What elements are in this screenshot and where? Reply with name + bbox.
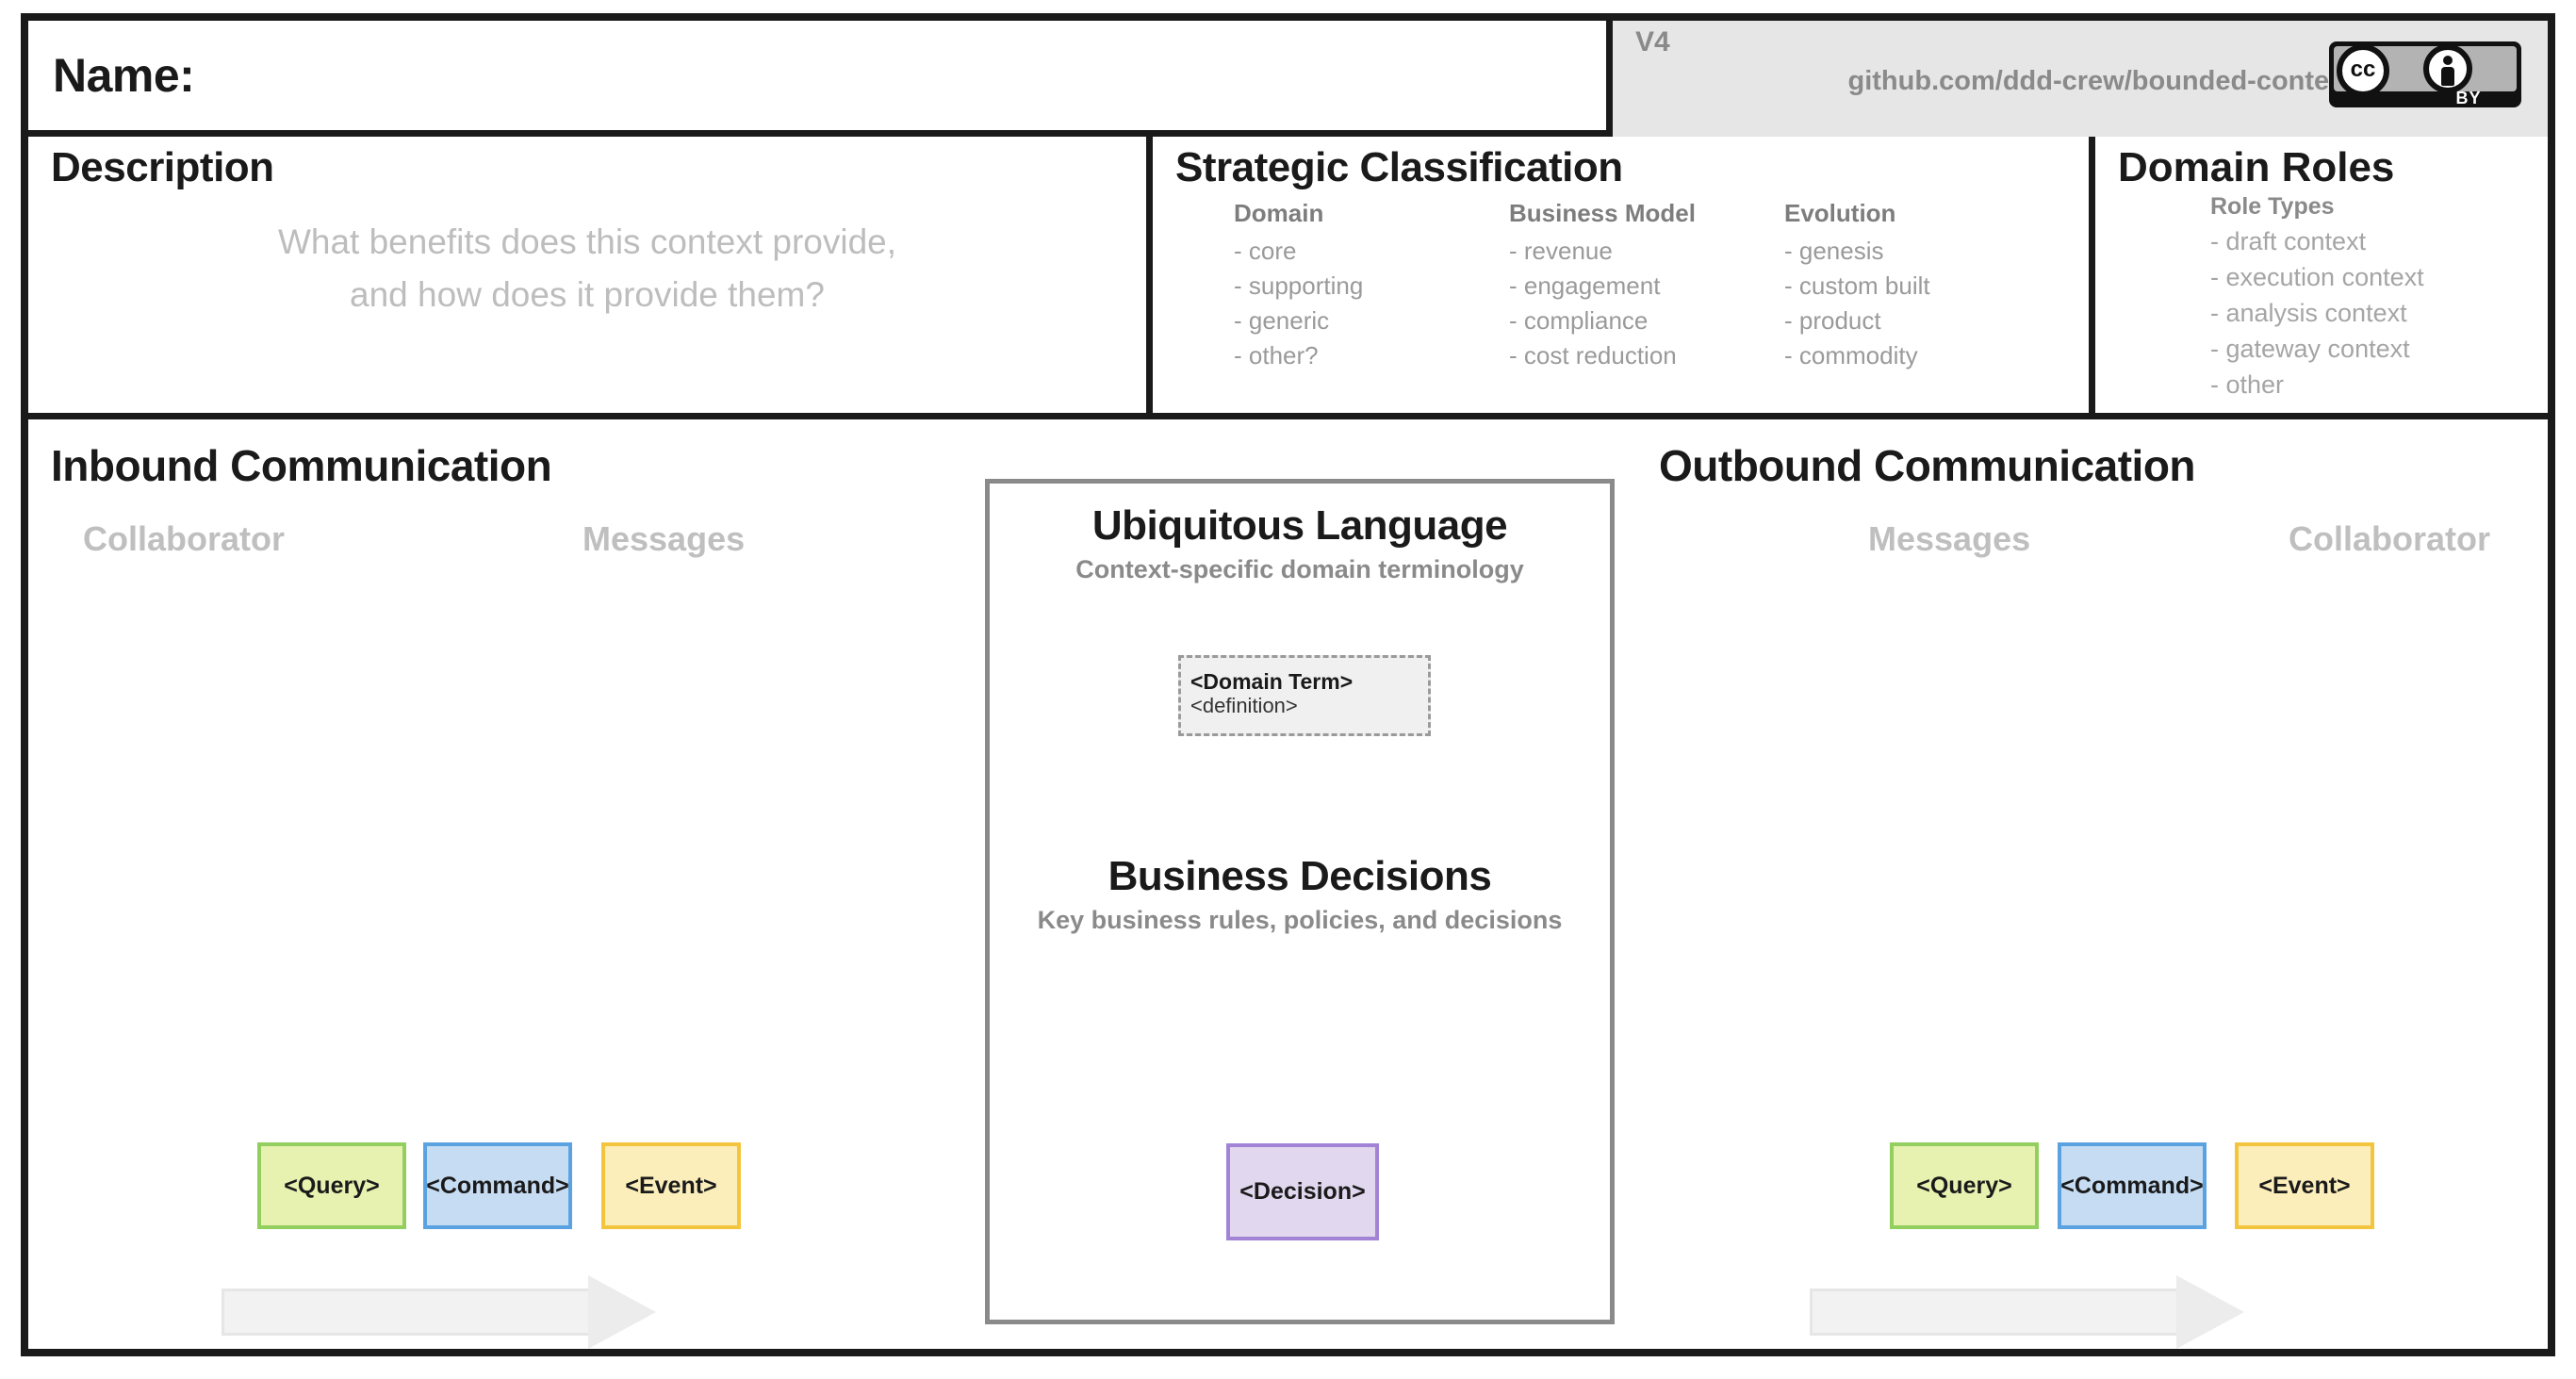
cc-person-head-icon [2443, 56, 2453, 65]
column-head-evolution: Evolution [1784, 199, 1896, 227]
description-section[interactable]: Description What benefits does this cont… [28, 137, 1153, 419]
decision-card[interactable]: <Decision> [1226, 1143, 1379, 1240]
outbound-arrow-shaft [1810, 1289, 2179, 1336]
cc-by-license-icon[interactable]: cc BY [2329, 41, 2521, 107]
meta-cell: V4 github.com/ddd-crew/bounded-context-c… [1613, 21, 2548, 137]
center-panel: Ubiquitous Language Context-specific dom… [985, 479, 1615, 1324]
outbound-flow-arrow-icon [1810, 1275, 2244, 1349]
role-types-list: Role Types - draft context - execution c… [2095, 191, 2548, 402]
domain-option[interactable]: - generic [1234, 306, 1330, 335]
domain-roles-section[interactable]: Domain Roles Role Types - draft context … [2095, 137, 2548, 419]
description-title: Description [51, 144, 274, 190]
inbound-command-card[interactable]: <Command> [423, 1142, 572, 1229]
business-model-option[interactable]: - revenue [1509, 237, 1613, 265]
inbound-flow-arrow-icon [222, 1275, 656, 1349]
business-model-option[interactable]: - engagement [1509, 271, 1661, 300]
strategic-column-domain: Domain - core - supporting - generic - o… [1234, 199, 1509, 373]
inbound-messages-label: Messages [582, 519, 746, 558]
strategic-classification-title: Strategic Classification [1175, 144, 1623, 190]
outbound-query-card[interactable]: <Query> [1890, 1142, 2039, 1229]
canvas-header: Name: V4 github.com/ddd-crew/bounded-con… [28, 21, 2548, 137]
version-label: V4 [1635, 26, 1670, 57]
outbound-event-card[interactable]: <Event> [2235, 1142, 2374, 1229]
role-type-option[interactable]: - other [2210, 370, 2285, 399]
inbound-collaborator-label: Collaborator [83, 519, 286, 558]
outbound-command-card[interactable]: <Command> [2058, 1142, 2207, 1229]
domain-term-card[interactable]: <Domain Term> <definition> [1178, 655, 1431, 736]
business-model-option[interactable]: - cost reduction [1509, 341, 1677, 369]
strategic-column-evolution: Evolution - genesis - custom built - pro… [1784, 199, 2059, 373]
role-type-option[interactable]: - analysis context [2210, 299, 2407, 327]
evolution-option[interactable]: - genesis [1784, 237, 1884, 265]
cc-by-label: BY [2455, 89, 2482, 107]
strategic-column-business-model: Business Model - revenue - engagement - … [1509, 199, 1784, 373]
domain-option[interactable]: - supporting [1234, 271, 1364, 300]
ubiquitous-language-title: Ubiquitous Language [1091, 502, 1508, 549]
outbound-arrow-head [2176, 1275, 2244, 1349]
communication-row: Inbound Communication Collaborator Messa… [28, 419, 2548, 1349]
role-type-option[interactable]: - gateway context [2210, 335, 2410, 363]
cc-letters: cc [2350, 57, 2376, 82]
outbound-communication-title: Outbound Communication [1659, 441, 2196, 490]
role-type-option[interactable]: - execution context [2210, 263, 2424, 291]
cc-person-body-icon [2441, 67, 2454, 86]
evolution-option[interactable]: - product [1784, 306, 1881, 335]
domain-term-definition: <definition> [1190, 694, 1298, 717]
role-type-option[interactable]: - draft context [2210, 227, 2367, 255]
description-placeholder: What benefits does this context provide,… [28, 216, 1146, 321]
column-head-business-model: Business Model [1509, 199, 1696, 227]
name-label: Name: [53, 49, 195, 102]
domain-option[interactable]: - core [1234, 237, 1297, 265]
description-placeholder-line1: What benefits does this context provide, [277, 222, 897, 261]
business-decisions-subtitle: Key business rules, policies, and decisi… [1037, 906, 1563, 934]
canvas-second-row: Description What benefits does this cont… [28, 137, 2548, 419]
evolution-option[interactable]: - custom built [1784, 271, 1930, 300]
business-decisions-block: Business Decisions Key business rules, p… [990, 853, 1610, 935]
domain-term-name: <Domain Term> [1190, 669, 1354, 694]
inbound-query-card[interactable]: <Query> [257, 1142, 406, 1229]
column-head-domain: Domain [1234, 199, 1324, 227]
evolution-option[interactable]: - commodity [1784, 341, 1918, 369]
domain-roles-title: Domain Roles [2118, 144, 2395, 190]
inbound-communication-title: Inbound Communication [51, 441, 552, 490]
domain-option[interactable]: - other? [1234, 341, 1319, 369]
strategic-classification-section[interactable]: Strategic Classification Domain - core -… [1153, 137, 2095, 419]
inbound-arrow-shaft [222, 1289, 591, 1336]
outbound-messages-label: Messages [1868, 519, 2031, 558]
business-decisions-title: Business Decisions [1108, 853, 1492, 899]
name-cell[interactable]: Name: [28, 21, 1613, 137]
cc-circle-icon [2337, 44, 2389, 97]
inbound-event-card[interactable]: <Event> [601, 1142, 741, 1229]
bounded-context-canvas: Name: V4 github.com/ddd-crew/bounded-con… [21, 13, 2555, 1356]
inbound-arrow-head [588, 1275, 656, 1349]
business-model-option[interactable]: - compliance [1509, 306, 1649, 335]
role-types-head: Role Types [2210, 193, 2335, 220]
outbound-collaborator-label: Collaborator [2289, 519, 2491, 558]
ubiquitous-language-subtitle: Context-specific domain terminology [1075, 555, 1524, 583]
strategic-classification-columns: Domain - core - supporting - generic - o… [1153, 191, 2089, 373]
description-placeholder-line2: and how does it provide them? [350, 275, 825, 314]
